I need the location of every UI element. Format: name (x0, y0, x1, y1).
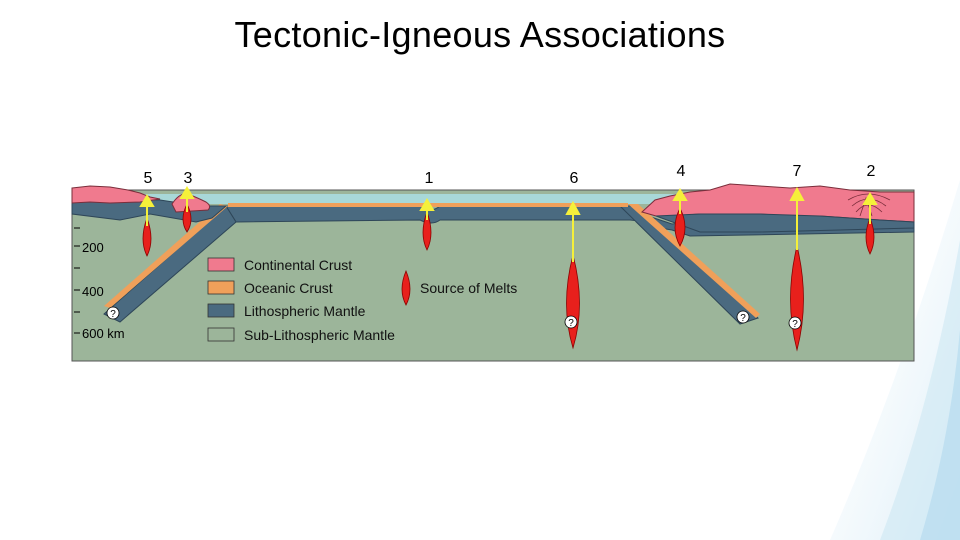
legend: Continental Crust Oceanic Crust Lithosph… (207, 257, 517, 343)
depth-label-600: 600 km (82, 326, 125, 341)
legend-swatch-sub-lithospheric-mantle (207, 327, 235, 342)
ocean-water (72, 194, 914, 204)
depth-scale: 200 400 600 km (74, 227, 125, 341)
melt-source-4 (674, 207, 686, 247)
legend-label-source-of-melts: Source of Melts (420, 280, 517, 296)
left-slab-oceanic-crust (104, 204, 228, 308)
unknown-marker-left-slab: ? (110, 309, 116, 320)
site-label-6: 6 (570, 170, 579, 187)
legend-swatch-source-of-melts (401, 269, 411, 306)
legend-label-continental-crust: Continental Crust (244, 257, 352, 273)
site-label-5: 5 (144, 170, 153, 187)
site-labels: 5 3 1 6 4 7 2 (144, 163, 876, 187)
legend-label-sub-lithospheric-mantle: Sub-Lithospheric Mantle (244, 327, 395, 343)
unknown-marker-site-7: ? (792, 319, 798, 330)
background-decoration (830, 180, 960, 540)
site-label-7: 7 (793, 163, 802, 180)
melt-source-1 (422, 210, 432, 251)
left-continental-crust (71, 185, 161, 204)
melt-source-5 (142, 216, 152, 257)
unknown-marker-right-slab: ? (740, 313, 746, 324)
slide-title: Tectonic-Igneous Associations (234, 14, 726, 55)
site-label-1: 1 (425, 170, 434, 187)
magma-arrows (139, 186, 878, 262)
depth-label-200: 200 (82, 240, 104, 255)
legend-swatch-oceanic-crust (207, 280, 235, 295)
melt-source-3 (182, 203, 192, 233)
legend-label-oceanic-crust: Oceanic Crust (244, 280, 333, 296)
site-label-3: 3 (184, 170, 193, 187)
melt-source-2 (865, 216, 875, 255)
unknown-markers: ? ? ? ? (106, 306, 802, 330)
right-continental-lithosphere (655, 213, 915, 233)
unknown-marker-site-6: ? (568, 318, 574, 329)
site-label-2: 2 (867, 163, 876, 180)
right-slab-oceanic-crust (628, 204, 760, 318)
legend-swatch-continental-crust (207, 257, 235, 272)
depth-label-400: 400 (82, 284, 104, 299)
legend-swatch-lithospheric-mantle (207, 303, 235, 318)
legend-label-lithospheric-mantle: Lithospheric Mantle (244, 303, 366, 319)
site-label-4: 4 (677, 163, 686, 180)
